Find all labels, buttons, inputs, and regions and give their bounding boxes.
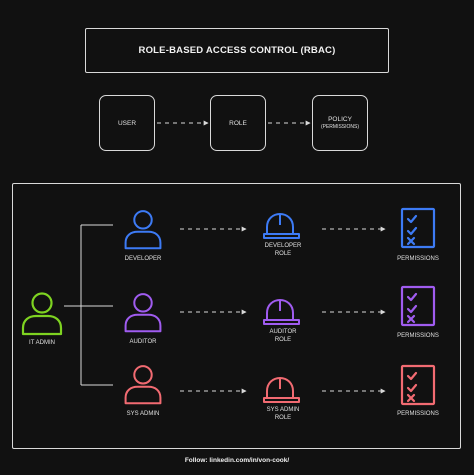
sys-admin-permissions-checklist-icon <box>400 364 436 406</box>
flow-policy-sublabel: (PERMISSIONS) <box>320 124 360 130</box>
footer-follow-link[interactable]: Follow: linkedin.com/in/von-cook/ <box>184 457 290 464</box>
sys-admin-label: SYS ADMIN <box>126 411 160 417</box>
auditor-person-icon <box>124 293 162 333</box>
developer-permissions-label: PERMISSIONS <box>397 256 439 262</box>
auditor-role-label-line1: AUDITOR <box>269 329 297 335</box>
auditor-permissions-checklist-icon <box>400 285 436 327</box>
auditor-label: AUDITOR <box>129 339 157 345</box>
developer-person-icon <box>124 210 162 250</box>
flow-role-box: ROLE <box>210 95 266 151</box>
flow-policy-label: POLICY <box>328 116 352 123</box>
title-box: ROLE-BASED ACCESS CONTROL (RBAC) <box>85 28 389 73</box>
flow-user-label: USER <box>117 119 137 127</box>
developer-label: DEVELOPER <box>124 256 162 262</box>
developer-permissions-checklist-icon <box>400 207 436 249</box>
developer-role-label-line1: DEVELOPER <box>264 243 302 249</box>
it-admin-person-icon <box>21 292 63 336</box>
flow-role-label: ROLE <box>229 119 247 127</box>
auditor-role-label-line2: ROLE <box>274 337 292 343</box>
flow-user-box: USER <box>99 95 155 151</box>
rbac-panel <box>12 183 461 449</box>
sys-admin-person-icon <box>124 365 162 405</box>
auditor-permissions-label: PERMISSIONS <box>397 333 439 339</box>
sys-admin-role-hardhat-icon <box>263 377 300 403</box>
diagram-title: ROLE-BASED ACCESS CONTROL (RBAC) <box>138 45 336 56</box>
developer-role-hardhat-icon <box>263 213 300 239</box>
auditor-role-hardhat-icon <box>263 299 300 325</box>
flow-policy-box: POLICY (PERMISSIONS) <box>312 95 368 151</box>
sys-admin-role-label-line2: ROLE <box>274 415 292 421</box>
it-admin-label: IT ADMIN <box>29 340 55 346</box>
sys-admin-role-label-line1: SYS ADMIN <box>266 407 300 413</box>
developer-role-label-line2: ROLE <box>274 251 292 257</box>
sys-admin-permissions-label: PERMISSIONS <box>397 411 439 417</box>
